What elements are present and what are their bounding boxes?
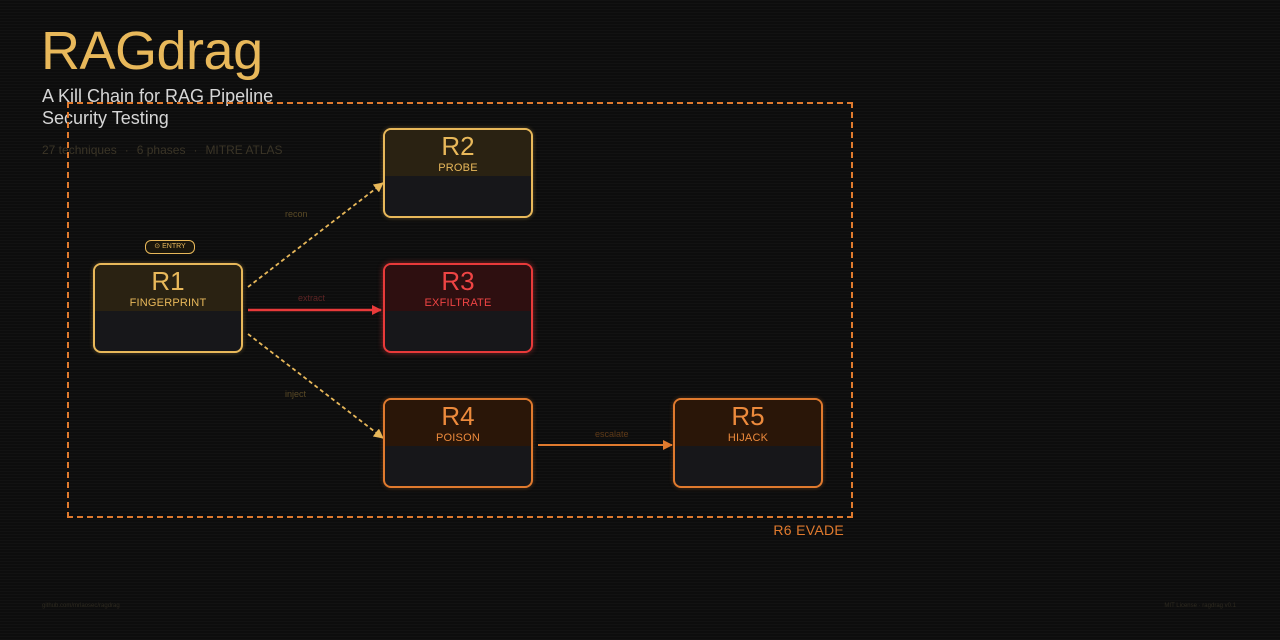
node-r4-poison[interactable]: R4 POISON [383,398,533,488]
node-header: R3 EXFILTRATE [385,265,531,311]
node-header: R4 POISON [385,400,531,446]
page-subtitle: A Kill Chain for RAG Pipeline Security T… [42,86,274,128]
node-r5-hijack[interactable]: R5 HIJACK [673,398,823,488]
footer-license: MIT License · ragdrag v0.1 [1164,603,1236,609]
edge-label-recon: recon [285,209,308,219]
node-code: R1 [151,266,185,296]
evade-label: R6 EVADE [773,522,844,538]
meta-line: 27 techniques · 6 phases · MITRE ATLAS [42,143,283,157]
node-name: EXFILTRATE [424,297,492,309]
edge-r1-r2 [247,182,384,288]
entry-badge: ⊙ ENTRY [145,240,195,254]
node-r2-probe[interactable]: R2 PROBE [383,128,533,218]
node-code: R2 [441,131,475,161]
meta-framework: MITRE ATLAS [205,143,283,157]
evade-container [67,102,853,518]
meta-phases: 6 phases [136,143,186,157]
node-code: R3 [441,266,475,296]
node-name: HIJACK [727,432,769,444]
node-r3-exfiltrate[interactable]: R3 EXFILTRATE [383,263,533,353]
edge-r1-r4 [247,333,384,439]
node-name: PROBE [438,162,478,174]
edge-label-extract: extract [298,293,326,303]
node-name: POISON [436,432,480,444]
edge-label-escalate: escalate [595,429,629,439]
meta-separator: · [193,143,198,157]
node-header: R5 HIJACK [675,400,821,446]
node-r1-fingerprint[interactable]: R1 FINGERPRINT [93,263,243,353]
page-title: RAGdrag [41,21,263,81]
node-code: R5 [731,401,765,431]
meta-techniques: 27 techniques [42,143,117,157]
node-code: R4 [441,401,475,431]
meta-separator: · [124,143,129,157]
node-header: R1 FINGERPRINT [95,265,241,311]
footer-repo-link[interactable]: github.com/mrlaosec/ragdrag [42,603,120,609]
edge-label-inject: inject [285,389,307,399]
node-name: FINGERPRINT [129,297,207,309]
node-header: R2 PROBE [385,130,531,176]
